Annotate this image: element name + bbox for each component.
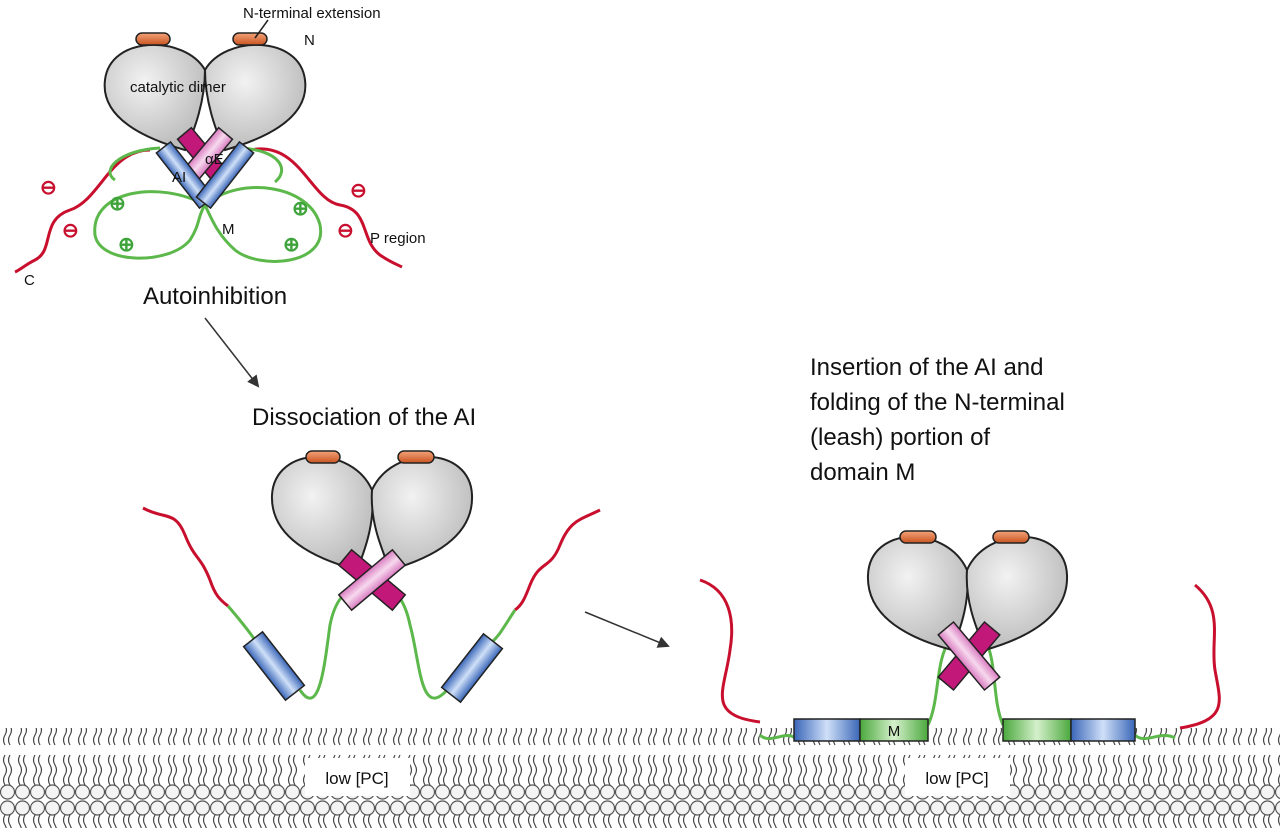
membrane-label-box-right: [905, 758, 1010, 796]
dissociated-dimer: [142, 450, 601, 704]
insertion-line-2: folding of the N-terminal: [810, 389, 1065, 416]
alpha-e-helix-light: [337, 548, 407, 612]
c-end-label: C: [24, 272, 35, 289]
n-terminal-extension-left: [135, 32, 171, 46]
ai-inserted-left: [793, 718, 861, 742]
minus-charge-4: ⊖: [337, 220, 354, 242]
minus-charge-3: ⊖: [350, 180, 367, 202]
ai-helix-right: [195, 140, 255, 210]
insertion-line-4: domain M: [810, 459, 915, 486]
p-region-left: [699, 578, 761, 724]
insertion-line-3: (leash) portion of: [810, 424, 990, 451]
m-domain-loop-right: [203, 186, 322, 263]
insertion-line-1: Insertion of the AI and: [810, 354, 1044, 381]
p-region-left: [142, 506, 229, 608]
n-terminal-extension-right: [232, 32, 268, 46]
membrane-bilayer: low [PC] low [PC]: [0, 728, 1280, 828]
plus-charge-2: ⊕: [118, 234, 135, 256]
n-end-label: N: [304, 32, 315, 49]
p-region-right: [514, 508, 601, 612]
ai-label: AI: [172, 169, 186, 186]
ai-helix-left: [242, 630, 306, 702]
linker-right-upper: [490, 609, 517, 644]
ai-inserted-right: [1070, 718, 1136, 742]
m-domain-label: M: [888, 723, 901, 740]
m-domain-loop-left: [93, 190, 207, 260]
alpha-e-label: αE: [205, 151, 224, 168]
minus-charge-1: ⊖: [40, 177, 57, 199]
membrane-label-right: low [PC]: [925, 769, 988, 788]
arrow-dissociation-to-insertion: [584, 611, 670, 648]
p-region-right: [249, 147, 403, 269]
linker-right-membrane: [1133, 733, 1176, 741]
catalytic-dimer-label: catalytic dimer: [130, 79, 226, 96]
linker-left-upper: [226, 605, 257, 641]
m-leash-inserted-left: [859, 718, 929, 742]
plus-charge-4: ⊕: [283, 234, 300, 256]
p-region-right: [1179, 583, 1221, 730]
minus-charge-2: ⊖: [62, 220, 79, 242]
catalytic-lobe-left: [270, 455, 374, 572]
linker-left-membrane: [758, 733, 796, 741]
linker-right-top: [239, 146, 284, 184]
n-terminal-extension-label: N-terminal extension: [243, 5, 381, 22]
catalytic-lobe-right: [370, 455, 474, 572]
insertion-caption: Insertion of the AI and folding of the N…: [810, 354, 1065, 486]
dissociation-title: Dissociation of the AI: [252, 404, 476, 431]
n-terminal-extension-right: [992, 530, 1030, 544]
membrane-label-box-left: [305, 758, 410, 796]
membrane-inserted-dimer: M: [699, 530, 1221, 742]
n-terminal-extension-left: [899, 530, 937, 544]
n-terminal-extension-left: [305, 450, 341, 464]
m-leash-inserted-right: [1002, 718, 1072, 742]
n-terminal-pointer: [254, 19, 269, 39]
linker-left-top: [108, 146, 161, 182]
arrow-autoinhibition-to-dissociation: [204, 317, 260, 388]
membrane-label-left: low [PC]: [325, 769, 388, 788]
autoinhibition-title: Autoinhibition: [143, 283, 287, 310]
plus-charge-3: ⊕: [292, 198, 309, 220]
alpha-e-helix-light: [937, 620, 1001, 692]
p-region-left: [14, 148, 151, 274]
p-region-label: P region: [370, 230, 426, 247]
ai-helix-right: [440, 632, 504, 704]
autoinhibited-dimer: N-terminal extension N catalytic dimer α…: [14, 5, 426, 310]
n-terminal-extension-right: [397, 450, 435, 464]
plus-charge-1: ⊕: [109, 193, 126, 215]
m-label: M: [222, 221, 235, 238]
